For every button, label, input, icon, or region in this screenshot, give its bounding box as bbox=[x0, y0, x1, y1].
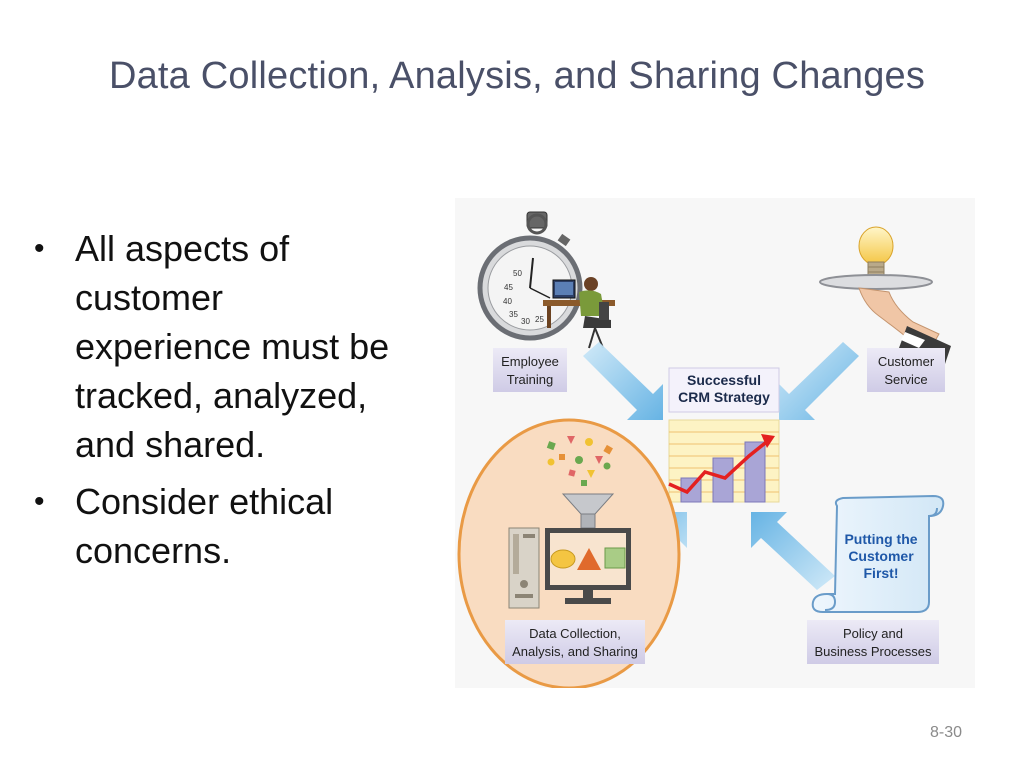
funnel-icon bbox=[561, 493, 615, 529]
crm-strategy-chart: Successful CRM Strategy bbox=[668, 367, 780, 503]
worker-at-computer-icon bbox=[543, 277, 615, 349]
policy-label-bg bbox=[807, 620, 939, 664]
customer-service-text: Customer bbox=[878, 354, 935, 369]
arrow-employee-to-crm bbox=[583, 342, 663, 420]
bullet-text: All aspects of customer experience must … bbox=[75, 228, 390, 465]
bullet-item: • Consider ethical concerns. bbox=[32, 477, 402, 575]
scroll-text: Putting the bbox=[844, 531, 917, 547]
stopwatch-number: 30 bbox=[521, 317, 530, 326]
policy-label: Policy and Business Processes bbox=[807, 620, 939, 664]
bullet-dot: • bbox=[34, 485, 45, 518]
policy-text: Policy and bbox=[843, 626, 903, 641]
crm-strategy-label-bg bbox=[668, 367, 780, 413]
crm-trend-line bbox=[668, 438, 771, 495]
arrow-policy-to-crm bbox=[751, 512, 835, 590]
bullet-list: • All aspects of customer experience mus… bbox=[32, 224, 402, 583]
server-tower-icon bbox=[508, 527, 540, 609]
crm-diagram-svg: 50 45 40 35 30 25 bbox=[455, 198, 975, 688]
customer-service-label-bg bbox=[867, 348, 945, 392]
crm-chart-bar bbox=[712, 457, 734, 503]
stopwatch-number: 40 bbox=[503, 297, 512, 306]
employee-training-text: Training bbox=[507, 372, 553, 387]
crm-strategy-title: CRM Strategy bbox=[678, 389, 770, 405]
data-particles-icon bbox=[546, 436, 613, 486]
slide-number: 8-30 bbox=[929, 724, 962, 741]
data-collection-label: Data Collection, Analysis, and Sharing bbox=[505, 620, 645, 664]
crm-strategy-title: Successful bbox=[687, 372, 761, 388]
bullet-item: • All aspects of customer experience mus… bbox=[32, 224, 402, 469]
arrow-service-to-crm bbox=[779, 342, 859, 420]
customer-service-label: Customer Service bbox=[867, 348, 945, 392]
bullet-dot: • bbox=[34, 232, 45, 265]
policy-text: Business Processes bbox=[814, 644, 932, 659]
scroll-text: Customer bbox=[848, 548, 914, 564]
crm-diagram: 50 45 40 35 30 25 bbox=[455, 198, 975, 688]
computer-monitor-icon bbox=[545, 528, 631, 604]
employee-training-text: Employee bbox=[501, 354, 559, 369]
slide-title: Data Collection, Analysis, and Sharing C… bbox=[108, 55, 926, 97]
bullet-text: Consider ethical concerns. bbox=[75, 481, 334, 571]
crm-trend-arrowhead bbox=[761, 434, 775, 448]
data-collection-text: Data Collection, bbox=[529, 626, 621, 641]
stopwatch-number: 25 bbox=[535, 315, 544, 324]
scroll-text: First! bbox=[864, 565, 899, 581]
stopwatch-number: 35 bbox=[509, 310, 518, 319]
data-collection-label-bg bbox=[505, 620, 645, 664]
data-collection-text: Analysis, and Sharing bbox=[512, 644, 638, 659]
stopwatch-number: 50 bbox=[513, 269, 522, 278]
scroll-icon: Putting the Customer First! bbox=[811, 494, 945, 613]
employee-training-label: Employee Training bbox=[493, 348, 567, 392]
employee-training-label-bg bbox=[493, 348, 567, 392]
customer-service-text: Service bbox=[884, 372, 927, 387]
stopwatch-number: 45 bbox=[504, 283, 513, 292]
